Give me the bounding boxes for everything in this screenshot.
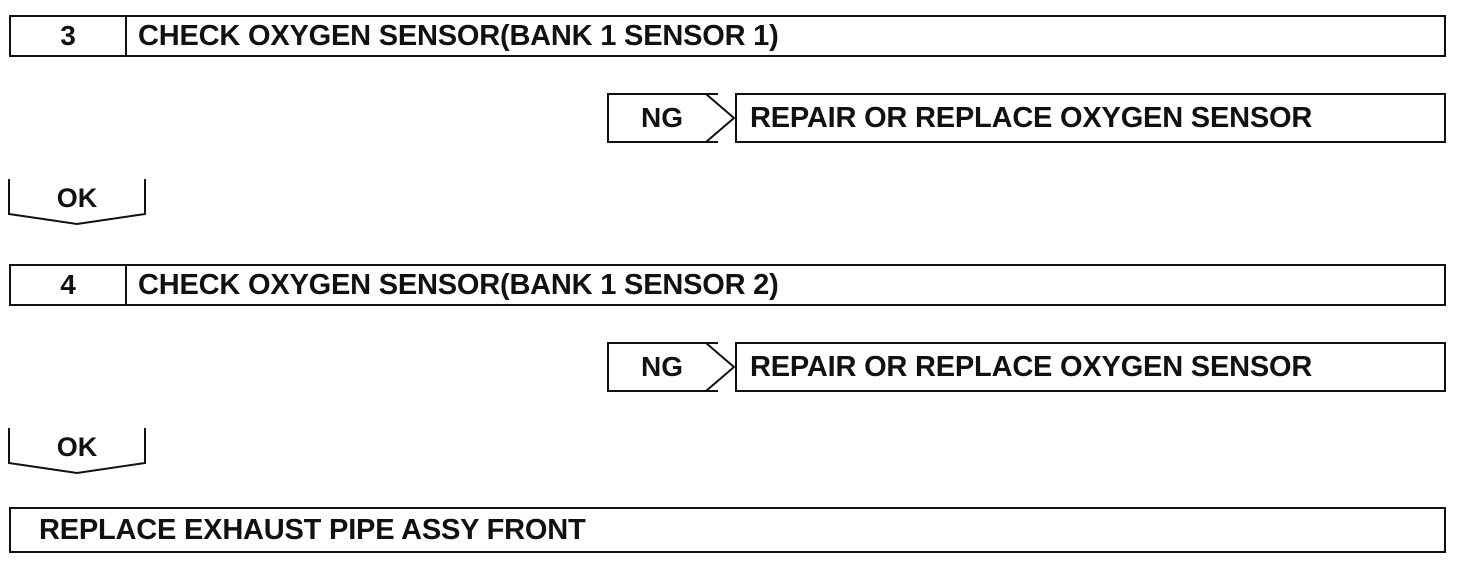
ok-arrow-3: OK — [8, 178, 146, 226]
ng-label: NG — [641, 102, 683, 133]
ok-arrow-shape — [8, 179, 146, 226]
ok-arrow-4: OK — [8, 427, 146, 475]
ok-arrow-shape — [8, 428, 146, 475]
step-box-4: 4 CHECK OXYGEN SENSOR(BANK 1 SENSOR 2) — [9, 264, 1446, 306]
ng-arrow-shape — [607, 93, 736, 143]
step-number: 4 — [11, 266, 127, 304]
final-action-box: REPLACE EXHAUST PIPE ASSY FRONT — [9, 507, 1446, 553]
ng-result-box-3: REPAIR OR REPLACE OXYGEN SENSOR — [735, 93, 1446, 143]
ng-arrow-3: NG — [606, 93, 737, 143]
ng-arrow-4: NG — [606, 342, 737, 392]
ok-label: OK — [56, 182, 98, 213]
step-number: 3 — [11, 17, 127, 55]
step-title: CHECK OXYGEN SENSOR(BANK 1 SENSOR 2) — [138, 268, 779, 301]
step-box-3: 3 CHECK OXYGEN SENSOR(BANK 1 SENSOR 1) — [9, 15, 1446, 57]
ng-arrow-shape — [607, 342, 736, 392]
ng-label: NG — [641, 351, 683, 382]
step-title: CHECK OXYGEN SENSOR(BANK 1 SENSOR 1) — [138, 19, 779, 52]
ok-label: OK — [56, 431, 98, 462]
ng-result-box-4: REPAIR OR REPLACE OXYGEN SENSOR — [735, 342, 1446, 392]
